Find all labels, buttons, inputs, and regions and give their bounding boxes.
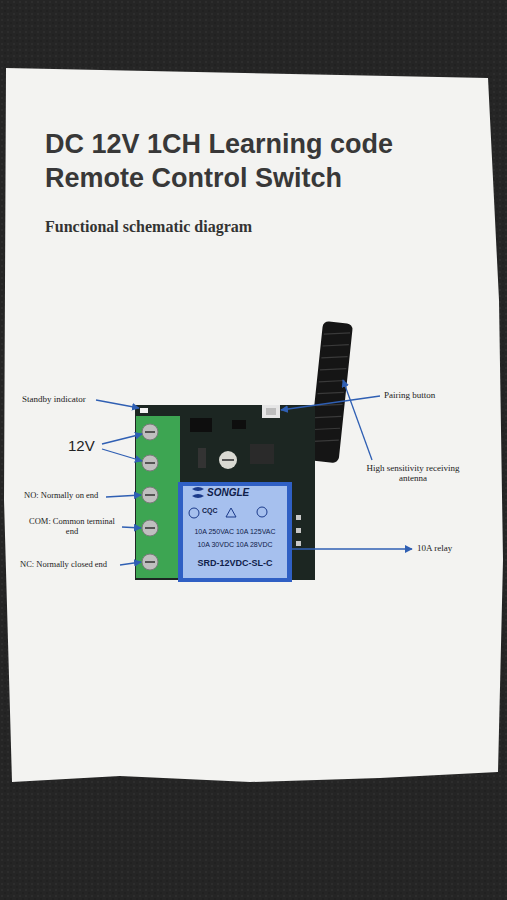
callout-label: COM: Common terminal end xyxy=(24,517,120,537)
callout-label: 10A relay xyxy=(417,543,487,553)
chip xyxy=(250,444,274,464)
callout-label: Pairing button xyxy=(384,390,474,400)
pairing-button xyxy=(262,405,280,418)
callout-label: 12V xyxy=(68,437,102,454)
chip xyxy=(190,418,212,432)
callout-label: High sensitivity receiving antenna xyxy=(352,463,474,484)
callout-label: Standby indicator xyxy=(22,394,102,404)
standby-led xyxy=(140,408,148,413)
terminal-block xyxy=(136,416,180,578)
paper-sheet xyxy=(4,68,503,782)
antenna-coil xyxy=(309,321,353,463)
callout-label: NO: Normally on end xyxy=(24,491,110,501)
trimmer xyxy=(219,451,237,469)
callout-label: NC: Normally closed end xyxy=(20,560,118,570)
title-heading: DC 12V 1CH Learning code Remote Control … xyxy=(45,128,470,196)
relay-mark: CQC xyxy=(202,507,226,515)
header-pins xyxy=(296,515,301,546)
terminal-screws xyxy=(142,424,158,570)
subtitle: Functional schematic diagram xyxy=(45,218,375,236)
resistor xyxy=(198,448,206,468)
leader-lines xyxy=(96,380,412,565)
relay-model: SRD-12VDC-SL-C xyxy=(185,558,285,568)
relay-rating: 10A 250VAC 10A 125VAC xyxy=(185,528,285,536)
chip xyxy=(232,420,246,429)
relay-brand: SONGLE xyxy=(207,487,277,499)
relay-body xyxy=(178,482,292,582)
relay-label xyxy=(183,486,287,578)
relay-rating: 10A 30VDC 10A 28VDC xyxy=(185,541,285,549)
